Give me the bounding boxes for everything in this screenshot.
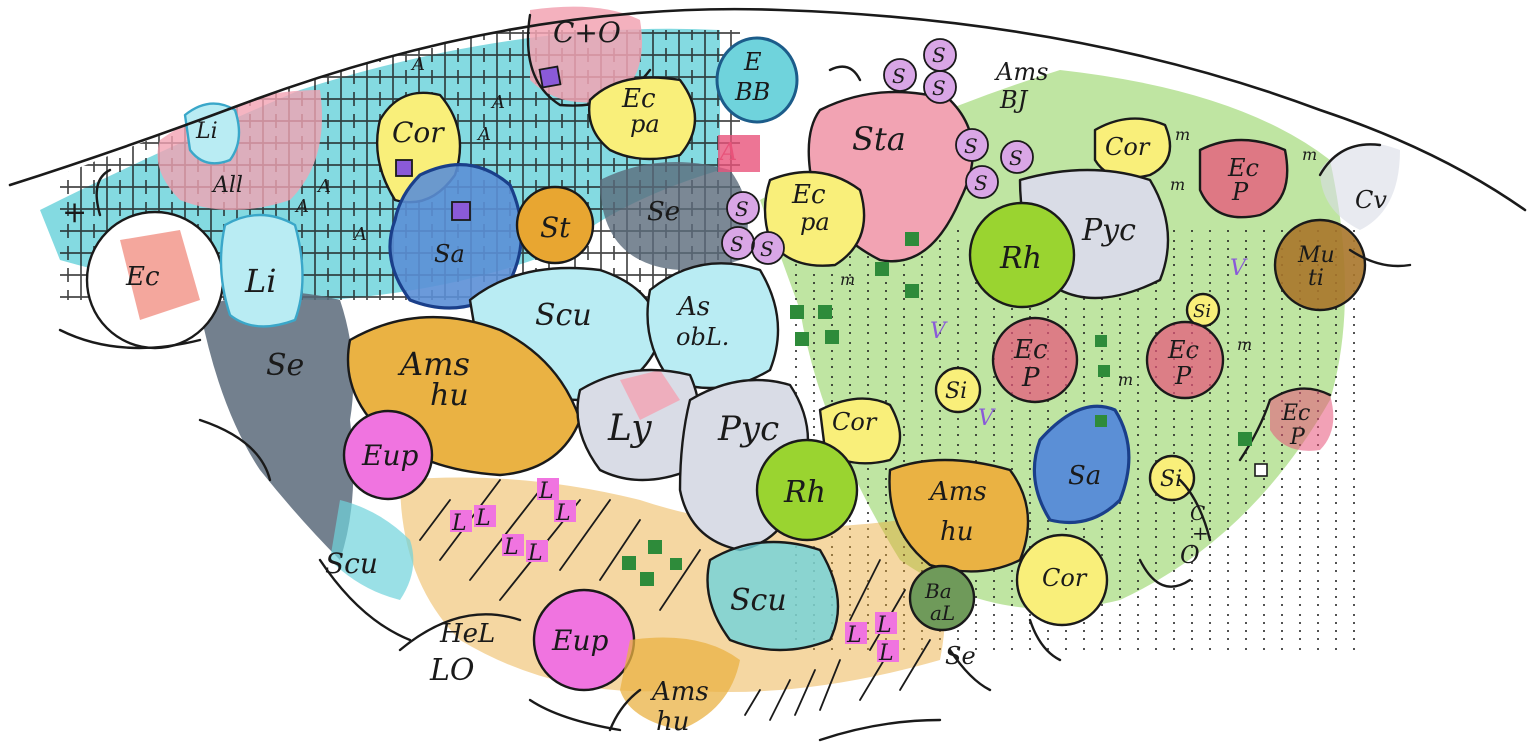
label-pyc-2: Pyc (717, 409, 779, 449)
label-a: A (476, 124, 491, 145)
label-a: A (352, 224, 367, 245)
label-ams-hu-mid-1: Ams (928, 477, 987, 507)
label-li-top: Li (195, 119, 218, 144)
label-l: L (538, 479, 554, 504)
label-rh-1: Rh (999, 241, 1042, 276)
label-s: S (735, 197, 749, 221)
label-scu-1: Scu (535, 298, 592, 333)
label-ec-p-r2-2: P (1174, 362, 1192, 390)
label-v: V (1230, 256, 1248, 281)
label-cor-1: Cor (392, 116, 445, 149)
label-ec-p-right-2: P (1231, 178, 1249, 206)
label-c-o-right-3: O (1180, 541, 1200, 569)
label-cv-right: Cv (1355, 186, 1387, 214)
label-m: m (1302, 145, 1317, 164)
label-m: m (1170, 175, 1185, 194)
label-li-left: Li (244, 262, 276, 300)
label-bb: BB (734, 78, 770, 106)
label-l: L (876, 613, 892, 638)
label-cor-3: Cor (832, 408, 878, 436)
label-al: aL (930, 601, 955, 625)
label-eup-1: Eup (361, 439, 418, 472)
label-rh-2: Rh (783, 475, 826, 510)
label-ams-hu-mid-2: hu (940, 517, 974, 547)
label-all: All (211, 173, 243, 198)
label-se-left: Se (266, 348, 304, 383)
label-ec-mid-1: Ec (791, 180, 826, 210)
label-se-top: Se (647, 197, 680, 227)
label-ams-hu-left-2: hu (430, 378, 469, 413)
label-sta: Sta (852, 120, 906, 158)
label-e: E (743, 48, 762, 76)
label-l: L (451, 511, 467, 536)
label-ec-p-mid-2: P (1021, 363, 1040, 393)
label-v: V (930, 319, 948, 344)
label-ba: Ba (924, 579, 952, 603)
label-st: St (540, 211, 571, 244)
label-s: S (932, 43, 946, 67)
label-s: S (892, 64, 906, 88)
label-a: A (718, 138, 737, 166)
label-scu-2: Scu (325, 547, 378, 580)
label-m: m (1237, 335, 1252, 354)
label-as: As (676, 292, 710, 322)
label-s: S (760, 237, 774, 261)
label-l: L (475, 506, 491, 531)
grey-zone-left (200, 292, 353, 560)
label-obl: obL. (676, 323, 729, 351)
label-eup-2: Eup (551, 624, 608, 657)
label-cor-2: Cor (1105, 133, 1151, 161)
label-ly: Ly (607, 408, 652, 449)
label-s: S (974, 171, 988, 195)
label-l: L (846, 623, 862, 648)
label-s: S (730, 232, 744, 256)
label-cross: + (62, 195, 87, 230)
label-pa-top: pa (630, 110, 660, 138)
label-ec-p-far-1: Ec (1281, 401, 1310, 426)
label-ec-p-far-2: P (1289, 425, 1306, 450)
label-hel: HeL (439, 619, 495, 649)
label-ec-p-mid-1: Ec (1013, 335, 1048, 365)
label-s: S (964, 134, 978, 158)
label-ec-left: Ec (125, 262, 160, 292)
label-a: A (490, 92, 505, 113)
label-scu-3: Scu (730, 583, 787, 618)
label-pyc-1: Pyc (1081, 213, 1136, 248)
label-a: A (316, 176, 331, 197)
label-s: S (1009, 146, 1023, 170)
label-si-2: Si (1193, 301, 1211, 322)
label-pa-mid-2: pa (800, 208, 830, 236)
label-sa-1: Sa (434, 240, 465, 268)
label-l: L (527, 541, 543, 566)
label-lo: LO (429, 653, 475, 688)
label-l: L (503, 535, 519, 560)
label-si-3: Si (1160, 467, 1182, 492)
label-m: m (840, 270, 855, 289)
label-ams-hu-bottom-1: Ams (650, 677, 709, 707)
label-s: S (932, 76, 946, 100)
label-a: A (294, 196, 309, 217)
label-l: L (555, 501, 571, 526)
label-a: A (410, 54, 425, 75)
label-si-1: Si (945, 379, 967, 404)
label-mu: Mu (1297, 243, 1335, 268)
label-v: V (978, 406, 996, 431)
label-se-bottom: Se (945, 642, 976, 670)
label-ec-p-r2-1: Ec (1167, 336, 1199, 364)
label-c-o-top: C+O (553, 16, 621, 49)
label-ams-bj-2: BJ (999, 86, 1029, 114)
label-m: m (1118, 370, 1133, 389)
label-ams-bj-1: Ams (994, 58, 1048, 86)
label-ti: ti (1308, 266, 1324, 291)
label-ams-hu-bottom-2: hu (656, 707, 690, 737)
label-l: L (878, 641, 894, 666)
label-m: m (1175, 125, 1190, 144)
label-sa-2: Sa (1068, 461, 1101, 491)
label-cor-4: Cor (1042, 564, 1088, 592)
